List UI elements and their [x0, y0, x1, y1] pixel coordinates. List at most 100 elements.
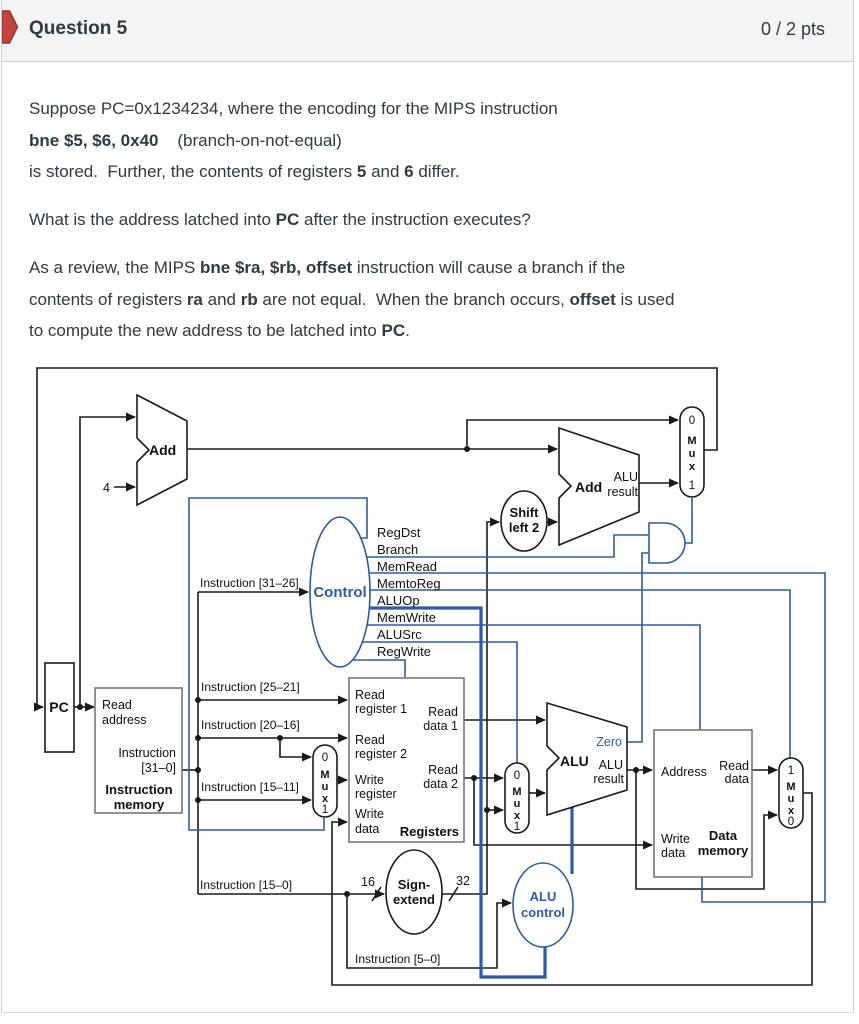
svg-text:32: 32 — [456, 874, 470, 888]
alu-labels: ALU Zero ALU result — [560, 735, 625, 786]
p3-l2g: is used — [615, 289, 675, 309]
label-adder-branch: Add — [575, 479, 602, 495]
sign-extend-labels: 16 32 Sign- extend — [361, 874, 470, 907]
svg-text:Address: Address — [661, 765, 707, 779]
label-instr-20-16: Instruction [20–16] — [201, 718, 300, 732]
svg-text:x: x — [322, 793, 329, 805]
label-alusrc: ALUSrc — [377, 627, 422, 642]
p1-line3a: is stored. Further, the contents of regi… — [29, 162, 357, 181]
p3-l1c: instruction will cause a branch if the — [352, 258, 626, 277]
svg-text:memory: memory — [698, 843, 749, 858]
svg-text:register 2: register 2 — [355, 747, 407, 761]
adder-pc4-shape — [136, 393, 188, 507]
datapath-wires-black — [34, 367, 813, 986]
svg-text:Read: Read — [428, 705, 458, 719]
svg-text:Instruction: Instruction — [105, 782, 172, 797]
svg-text:0: 0 — [322, 752, 328, 764]
p1-reg6: 6 — [404, 162, 414, 181]
svg-text:Read: Read — [102, 698, 132, 712]
alu-shape — [546, 701, 628, 817]
p2-c: after the instruction executes? — [299, 210, 531, 229]
p3-l3c: . — [405, 321, 410, 340]
svg-text:Write: Write — [355, 773, 384, 787]
p3-l2c: and — [202, 289, 241, 309]
svg-text:1: 1 — [788, 765, 794, 777]
svg-text:16: 16 — [361, 875, 375, 889]
label-memread: MemRead — [377, 559, 437, 574]
mux-pcsrc-labels: 0 M u x 1 — [687, 415, 696, 492]
svg-text:M: M — [687, 435, 696, 447]
svg-text:u: u — [514, 798, 521, 810]
question-header: Question 5 0 / 2 pts — [2, 0, 853, 62]
p1-line3mid: and — [366, 162, 405, 181]
svg-text:u: u — [689, 448, 696, 460]
control-signal-labels: RegDst Branch MemRead MemtoReg ALUOp Mem… — [377, 525, 441, 659]
p3-offset: offset — [569, 289, 616, 309]
p1-line2-rest: (branch-on-not-equal) — [158, 130, 342, 150]
p2-pc: PC — [275, 210, 300, 229]
svg-text:Read: Read — [428, 763, 458, 777]
p3-l2a: contents of registers — [29, 289, 187, 309]
mux-alusrc-labels: 0 M u x 1 — [512, 770, 521, 833]
svg-text:data: data — [661, 846, 685, 860]
svg-text:Sign-: Sign- — [398, 877, 431, 892]
svg-text:Data: Data — [709, 828, 738, 843]
question-title: Question 5 — [29, 18, 128, 39]
svg-text:0: 0 — [788, 816, 794, 828]
svg-text:register: register — [355, 787, 397, 801]
svg-text:address: address — [102, 713, 146, 727]
alu-control-oval — [512, 862, 574, 948]
p1-line1: Suppose PC=0x1234234, where the encoding… — [29, 99, 558, 118]
label-instr-31-26: Instruction [31–26] — [200, 576, 299, 590]
question-paragraph-1: Suppose PC=0x1234234, where the encoding… — [29, 93, 839, 188]
svg-text:1: 1 — [514, 821, 520, 833]
svg-text:Read: Read — [355, 688, 385, 702]
svg-text:x: x — [788, 805, 795, 817]
p1-line3end: differ. — [413, 162, 460, 181]
svg-text:M: M — [512, 786, 521, 798]
svg-text:data 1: data 1 — [423, 719, 458, 733]
svg-text:M: M — [320, 769, 329, 781]
svg-text:1: 1 — [689, 480, 695, 492]
svg-text:Write: Write — [355, 807, 384, 821]
svg-text:x: x — [689, 461, 696, 473]
mux-regdst-labels: 0 M u x 1 — [320, 752, 329, 816]
p3-pc: PC — [381, 321, 406, 340]
label-alu-res2: result — [593, 772, 624, 786]
p1-instruction: bne $5, $6, 0x40 — [29, 130, 159, 150]
svg-text:x: x — [514, 810, 521, 822]
label-shift-1: Shift — [510, 505, 540, 520]
svg-text:memory: memory — [114, 797, 165, 812]
label-pc: PC — [49, 699, 68, 715]
svg-text:0: 0 — [514, 770, 520, 782]
p3-rb: rb — [240, 289, 258, 309]
svg-text:Read: Read — [355, 733, 385, 747]
svg-text:data: data — [355, 822, 379, 836]
label-regwrite: RegWrite — [377, 644, 431, 659]
svg-text:extend: extend — [393, 892, 435, 907]
alu-control-labels: ALU control — [521, 889, 565, 920]
registers-box — [348, 677, 465, 843]
svg-text:Registers: Registers — [400, 824, 459, 839]
label-memwrite: MemWrite — [377, 610, 436, 625]
p3-l1a: As a review, the MIPS — [29, 258, 201, 277]
mux-pcsrc — [679, 406, 705, 498]
svg-text:ALU: ALU — [530, 889, 557, 904]
mux-memtoreg — [778, 757, 804, 829]
data-memory-box — [653, 729, 753, 878]
svg-text:[31–0]: [31–0] — [141, 761, 176, 775]
wire-junction-dots — [77, 446, 639, 897]
label-shift-2: left 2 — [509, 520, 539, 535]
p3-bne-syntax: bne $ra, $rb, offset — [200, 258, 353, 277]
mux-memtoreg-labels: 1 M u x 0 — [786, 765, 795, 828]
label-instr-15-0: Instruction [15–0] — [200, 878, 292, 892]
label-control: Control — [313, 584, 366, 601]
svg-text:1: 1 — [322, 804, 328, 816]
svg-text:Read: Read — [719, 759, 749, 773]
p3-l2e: are not equal. When the branch occurs, — [257, 289, 570, 309]
control-wires-blue — [188, 497, 826, 979]
section-divider — [3, 1012, 854, 1013]
label-adder-pc4: Add — [149, 442, 176, 458]
